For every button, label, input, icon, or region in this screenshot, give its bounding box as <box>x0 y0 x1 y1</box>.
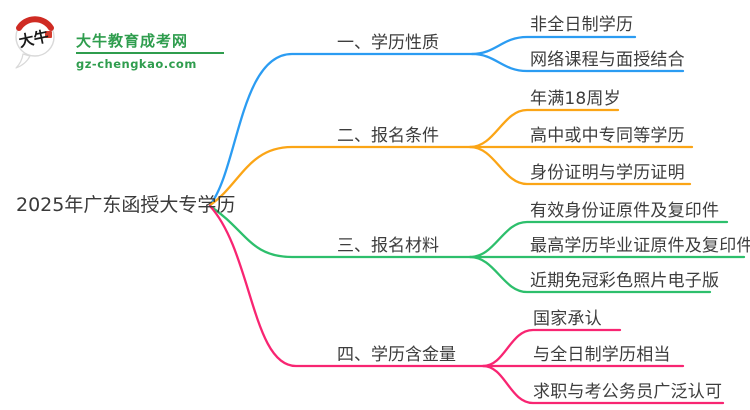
branch-2-child-1-line <box>468 108 620 149</box>
branch-2-child-1: 年满18周岁 <box>530 89 621 109</box>
branch-4-child-1: 国家承认 <box>533 309 602 329</box>
logo-title: 大牛教育成考网 <box>76 32 189 50</box>
site-logo[interactable]: 大牛 大牛教育成考网 gz-chengkao.com <box>12 12 242 71</box>
branch-4-child-3-line <box>481 364 725 405</box>
branch-4-trunk-line <box>208 204 485 368</box>
branch-3-label: 三、报名材料 <box>337 236 439 256</box>
branch-2-child-2: 高中或中专同等学历 <box>530 126 685 146</box>
branch-2-child-3: 身份证明与学历证明 <box>530 163 685 183</box>
branch-3-child-1-line <box>468 220 729 259</box>
branch-1-child-2-line <box>470 52 685 73</box>
svg-text:大牛: 大牛 <box>17 27 50 51</box>
root-node: 2025年广东函授大专学历 <box>16 194 236 216</box>
branch-4-child-2: 与全日制学历相当 <box>533 345 671 365</box>
branch-1-child-2: 网络课程与面授结合 <box>530 50 685 70</box>
branch-1-child-1: 非全日制学历 <box>530 15 634 35</box>
branch-1-label: 一、学历性质 <box>337 33 439 53</box>
branch-2-child-3-line <box>468 145 692 186</box>
logo-divider <box>76 52 224 54</box>
branch-3-child-2: 最高学历毕业证原件及复印件 <box>530 236 750 256</box>
branch-1-child-1-line <box>470 35 637 56</box>
daniu-bull-icon: 大牛 <box>15 16 55 69</box>
branch-3-child-3-line <box>468 255 712 294</box>
branch-4-label: 四、学历含金量 <box>337 345 456 365</box>
branch-3-child-3: 近期免冠彩色照片电子版 <box>530 271 720 291</box>
branch-1-trunk-line <box>208 52 474 207</box>
branch-3-trunk-line <box>208 204 472 259</box>
branch-4-child-1-line <box>481 328 622 368</box>
branch-4-child-3: 求职与考公务员广泛认可 <box>533 382 723 402</box>
branch-3-child-1: 有效身份证原件及复印件 <box>530 201 720 221</box>
branch-2-label: 二、报名条件 <box>337 126 439 146</box>
logo-subtitle: gz-chengkao.com <box>76 57 197 71</box>
branch-2-trunk-line <box>208 145 472 207</box>
